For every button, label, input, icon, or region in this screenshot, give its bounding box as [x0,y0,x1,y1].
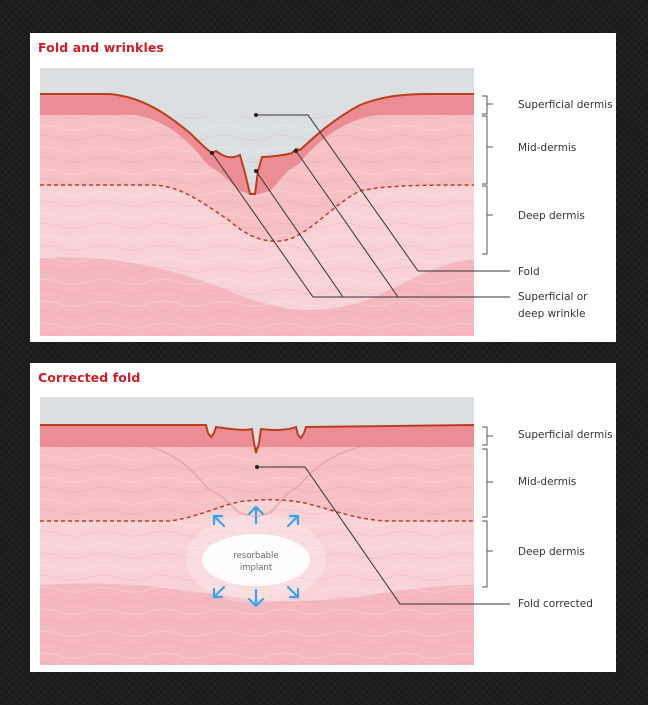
label-fold: Fold [518,266,540,278]
fold-and-wrinkles-panel: Fold and wrinkles [30,33,616,342]
wrinkle-leader-center [255,170,344,298]
panel-title: Corrected fold [38,370,141,385]
arrow-down-right [286,585,300,599]
label-mid-dermis: Mid-dermis [518,142,576,154]
arrow-up [247,505,265,525]
label-superficial-dermis: Superficial dermis [518,429,613,441]
panel-title: Fold and wrinkles [38,40,164,55]
wrinkle-leader-left [211,152,510,298]
label-mid-dermis: Mid-dermis [518,476,576,488]
corrected-fold-panel: Corrected fold [30,363,616,672]
arrow-up-right [286,514,300,528]
layer-brackets [482,426,493,588]
leader-dot [255,465,259,469]
label-wrinkle-line1: Superficial or [518,291,588,303]
wrinkle-leader-right [295,150,399,298]
superficial-dermis-layer [40,425,474,453]
arrow-up-left [212,514,226,528]
corrected-diagram: resorbable implant Superficial [40,397,613,665]
resorbable-implant [202,534,310,586]
fold-diagram: Superficial dermis Mid-dermis Deep dermi… [40,68,613,336]
superficial-dermis-layer [40,94,474,195]
arrow-down-left [212,585,226,599]
fold-leader [256,114,510,272]
fold-corrected-leader [257,466,510,605]
leader-dots [210,113,298,173]
arrow-down [247,588,265,608]
layer-brackets [482,95,493,255]
label-fold-corrected: Fold corrected [518,598,593,610]
leader-lines [211,114,510,298]
tissue-texture [40,115,474,336]
label-deep-dermis: Deep dermis [518,546,585,558]
label-superficial-dermis: Superficial dermis [518,99,613,111]
label-deep-dermis: Deep dermis [518,210,585,222]
implant-label-line1: resorbable [233,551,278,561]
label-wrinkle-line2: deep wrinkle [518,308,586,320]
skin-surface-line [40,93,474,195]
skin-surface-line [40,424,474,454]
deep-dermis-boundary [40,498,474,522]
deep-dermis-boundary [40,184,474,242]
expansion-arrows [212,505,300,608]
implant-label-line2: implant [240,563,273,573]
